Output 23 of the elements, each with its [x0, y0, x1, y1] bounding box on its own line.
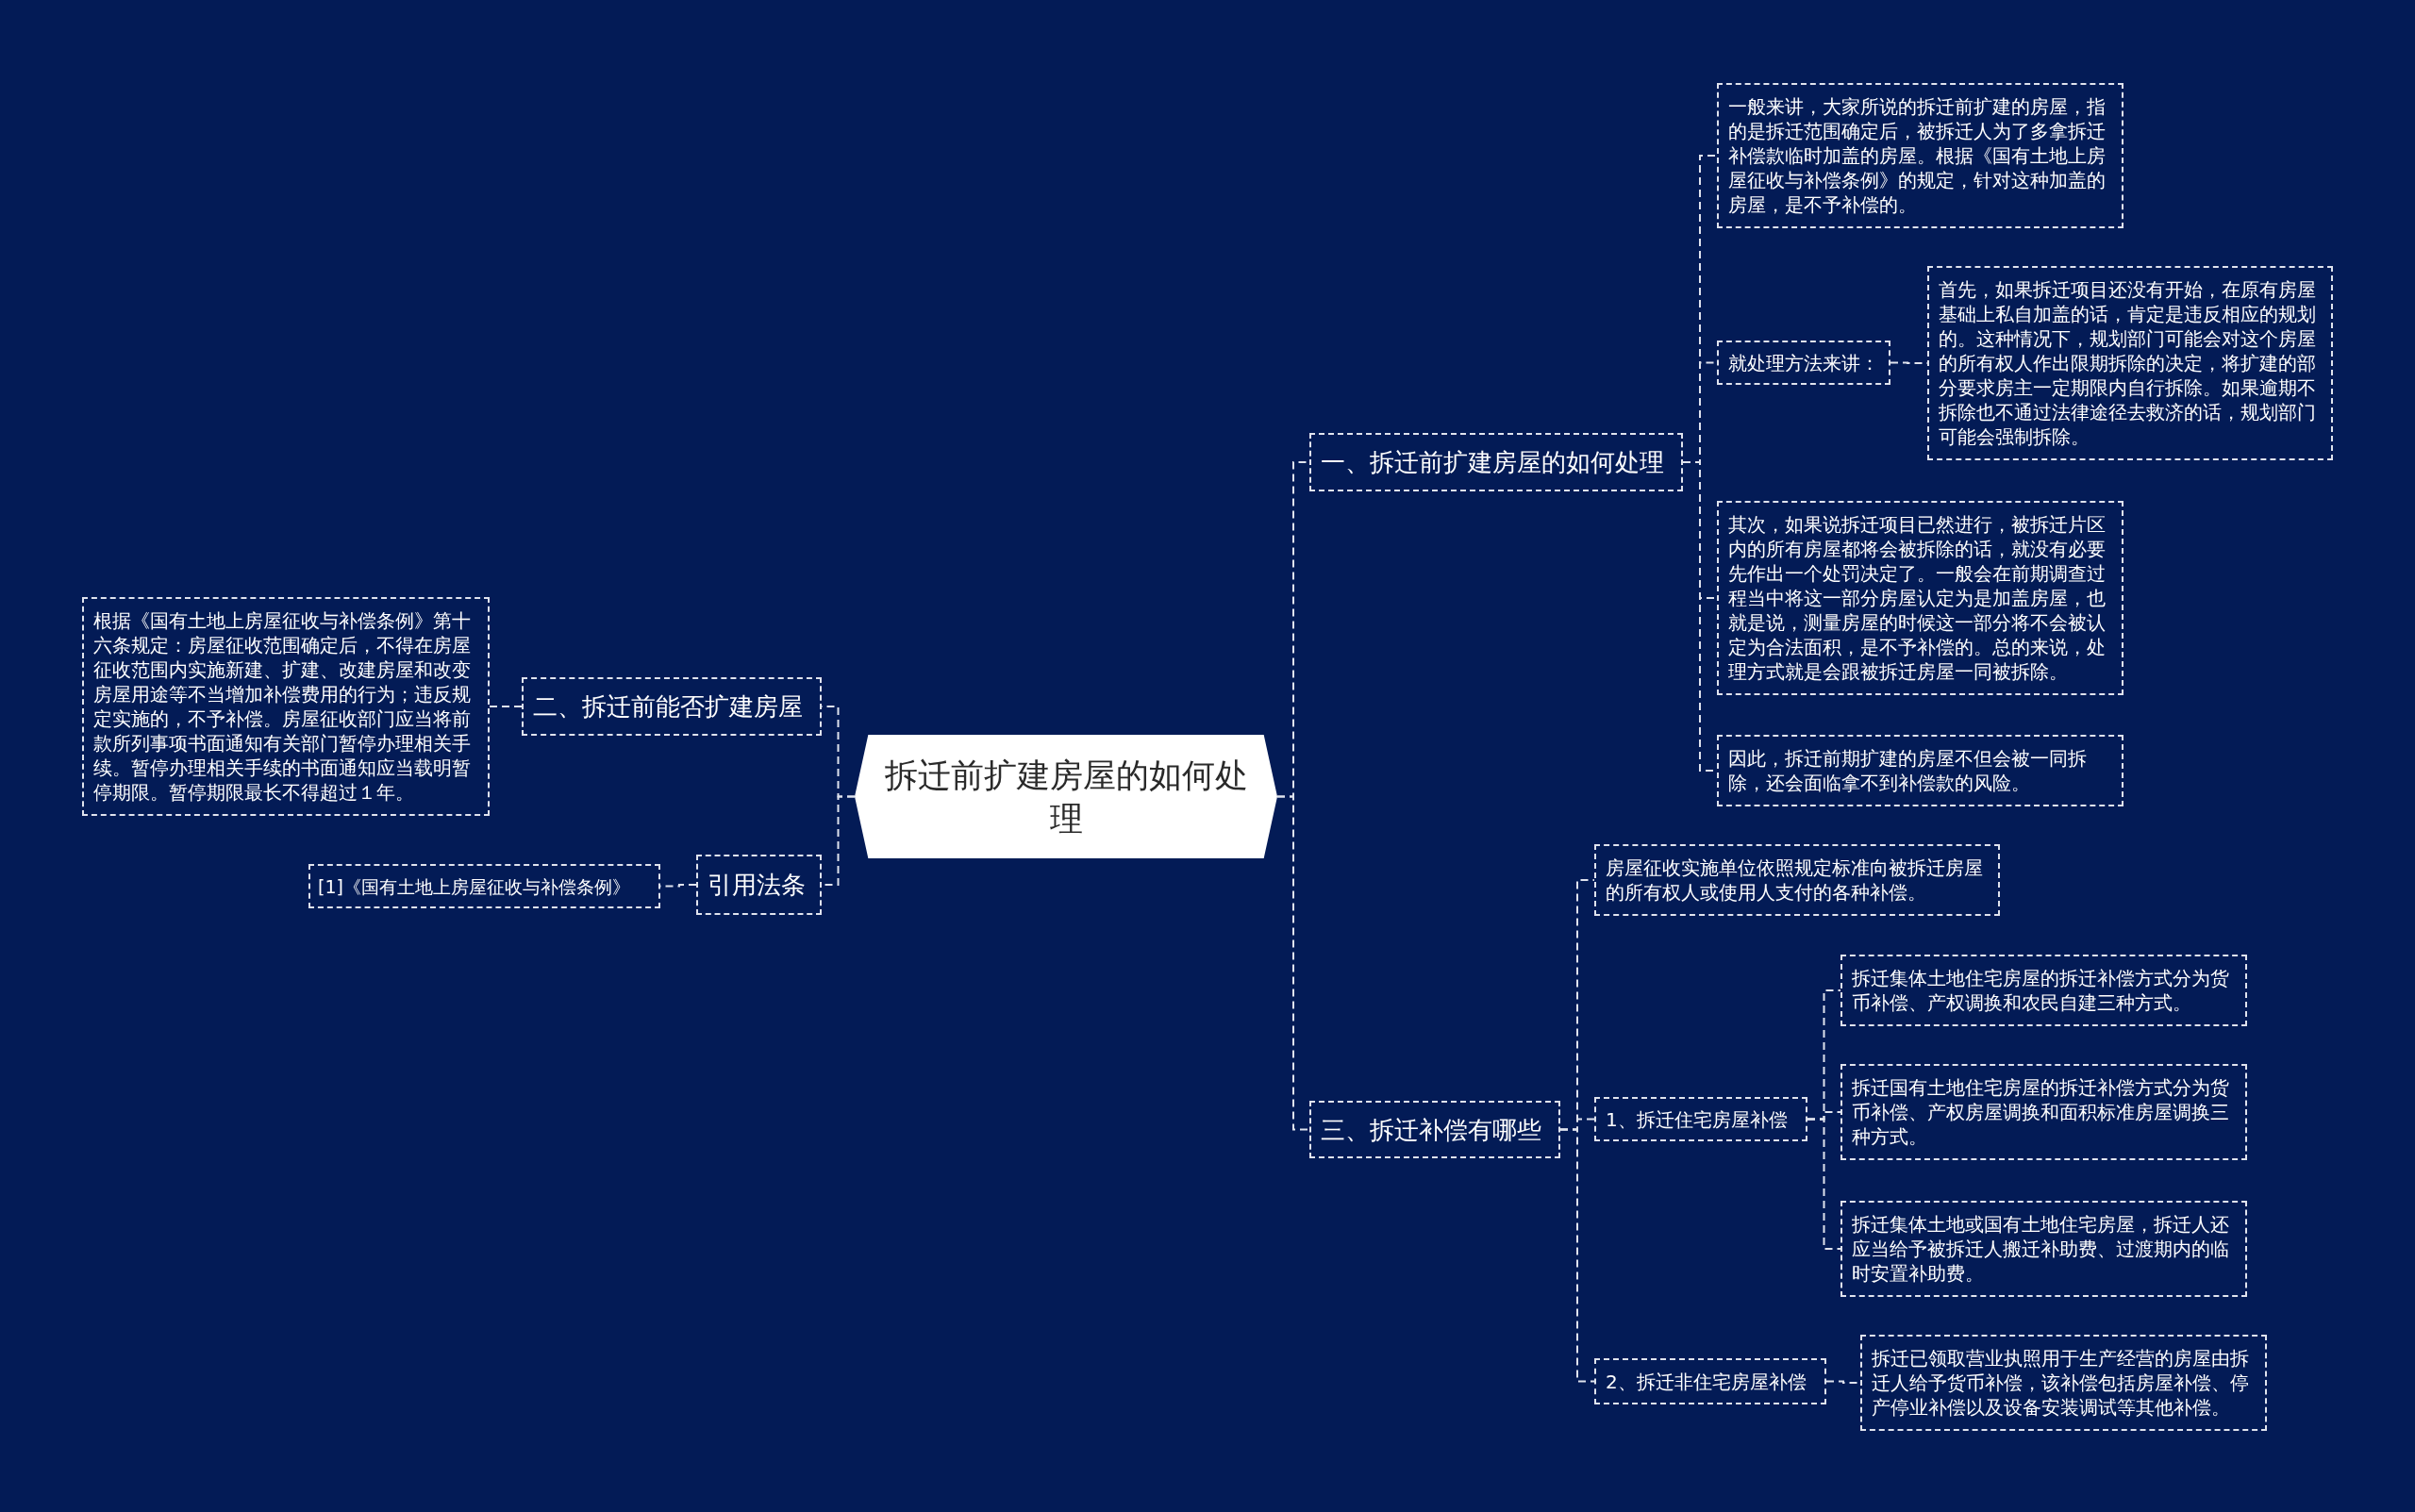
central-topic: 拆迁前扩建房屋的如何处理: [855, 735, 1277, 858]
note-node: 一般来讲，大家所说的拆迁前扩建的房屋，指的是拆迁范围确定后，被拆迁人为了多拿拆迁补偿款临时加盖的房屋。根据《国有土地上房屋征收与补偿条例》的规定，针对这种加盖的房屋，是不予补偿的。: [1717, 83, 2124, 228]
note-node: 根据《国有土地上房屋征收与补偿条例》第十六条规定：房屋征收范围确定后，不得在房屋征收范围内实施新建、扩建、改建房屋和改变房屋用途等不当增加补偿费用的行为；违反规定实施的，不予补偿。房屋征收部门应当将前款所列事项书面通知有关部门暂停办理相关手续。暂停办理相关手续的书面通知应当载明暂停期限。暂停期限最长不得超过１年。: [82, 597, 490, 816]
reference-node: [1]《国有土地上房屋征收与补偿条例》: [308, 864, 660, 908]
connector-line: [1807, 1118, 1841, 1250]
topic-node: 引用法条: [696, 855, 822, 915]
connector-line: [489, 706, 523, 707]
connector-line: [1276, 795, 1310, 1131]
topic-node: 二、拆迁前能否扩建房屋: [522, 677, 822, 736]
note-node: 拆迁已领取营业执照用于生产经营的房屋由拆迁人给予货币补偿，该补偿包括房屋补偿、停产停业补偿以及设备安装调试等其他补偿。: [1860, 1335, 2267, 1431]
note-node: 拆迁集体土地住宅房屋的拆迁补偿方式分为货币补偿、产权调换和农民自建三种方式。: [1840, 955, 2247, 1026]
topic-node: 一、拆迁前扩建房屋的如何处理: [1309, 433, 1683, 491]
note-node: 首先，如果拆迁项目还没有开始，在原有房屋基础上私自加盖的话，肯定是违反相应的规划的。这种情况下，规划部门可能会对这个房屋的所有权人作出限期拆除的决定，将扩建的部分要求房主一定期限内自行拆除。如果逾期不拆除也不通过法律途径去救济的话，规划部门可能会强制拆除。: [1927, 266, 2333, 460]
subtopic-node: 2、拆迁非住宅房屋补偿: [1594, 1358, 1826, 1404]
topic-node: 三、拆迁补偿有哪些: [1309, 1101, 1560, 1158]
note-node: 拆迁集体土地或国有土地住宅房屋，拆迁人还应当给予被拆迁人搬迁补助费、过渡期内的临时安置补助费。: [1840, 1201, 2247, 1297]
note-node: 房屋征收实施单位依照规定标准向被拆迁房屋的所有权人或使用人支付的各种补偿。: [1594, 844, 2000, 916]
note-node: 因此，拆迁前期扩建的房屋不但会被一同拆除，还会面临拿不到补偿款的风险。: [1717, 735, 2124, 806]
note-node: 其次，如果说拆迁项目已然进行，被拆迁片区内的所有房屋都将会被拆除的话，就没有必要先作出一个处罚决定了。一般会在前期调查过程当中将这一部分房屋认定为是加盖房屋，也就是说，测量房屋的时候这一部分将不会被认定为合法面积，是不予补偿的。总的来说，处理方式就是会跟被拆迁房屋一同被拆除。: [1717, 501, 2124, 695]
subtopic-node: 就处理方法来讲：: [1717, 341, 1890, 385]
subtopic-node: 1、拆迁住宅房屋补偿: [1594, 1097, 1807, 1141]
connector-line: [659, 884, 697, 888]
note-node: 拆迁国有土地住宅房屋的拆迁补偿方式分为货币补偿、产权房屋调换和面积标准房屋调换三种方式。: [1840, 1064, 2247, 1160]
